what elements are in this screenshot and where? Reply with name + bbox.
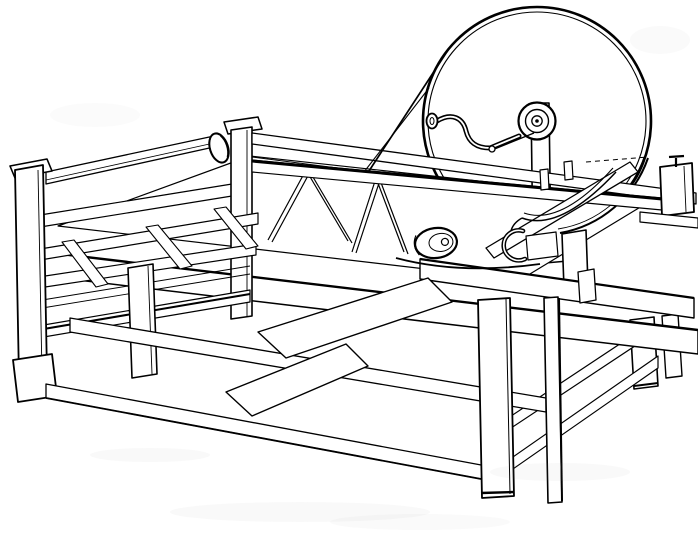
crank-handle-knob [425, 112, 439, 130]
drive-band [363, 46, 451, 173]
crank-arm-highlight [436, 115, 520, 149]
wheel-axle [531, 115, 543, 127]
bank-brace-2 [145, 224, 193, 270]
bobbin-rack-lower [225, 343, 369, 417]
mid-post [127, 263, 158, 379]
wheel-hub-ring [524, 108, 550, 134]
crank-handle-knob-core [429, 117, 435, 125]
drum-assembly [395, 226, 541, 270]
carriage-rails [251, 132, 697, 211]
under-board-arc [395, 257, 541, 270]
front-leg-thin [543, 296, 563, 504]
top-rail-12 [45, 135, 215, 185]
post-a [14, 164, 48, 380]
crank-pivot [488, 145, 496, 153]
curved-guide [521, 171, 617, 222]
right-structure [419, 154, 698, 319]
roller-11 [208, 132, 230, 164]
bank-brace-1 [61, 239, 109, 288]
paper-texture [90, 26, 690, 530]
clasp-block-15 [525, 231, 559, 261]
wheel-axle-tip [535, 119, 539, 123]
right-post-7 [659, 162, 695, 217]
bobbin-rack-upper [257, 277, 453, 359]
clasp-assembly [485, 156, 649, 261]
front-legs [477, 296, 563, 504]
beam-block [577, 268, 597, 304]
bobbin-racks [225, 277, 453, 417]
right-small-rail [639, 211, 698, 229]
bank-brace-3 [213, 206, 259, 250]
front-leg-wide [477, 297, 515, 499]
guide-peg-2 [563, 160, 574, 181]
guide-peg-1 [539, 168, 550, 191]
platform-braces [267, 169, 409, 255]
crank-link-rod [491, 132, 535, 151]
motion-dashed-line [585, 156, 649, 163]
wheel-rim-lower-arc [559, 157, 649, 234]
